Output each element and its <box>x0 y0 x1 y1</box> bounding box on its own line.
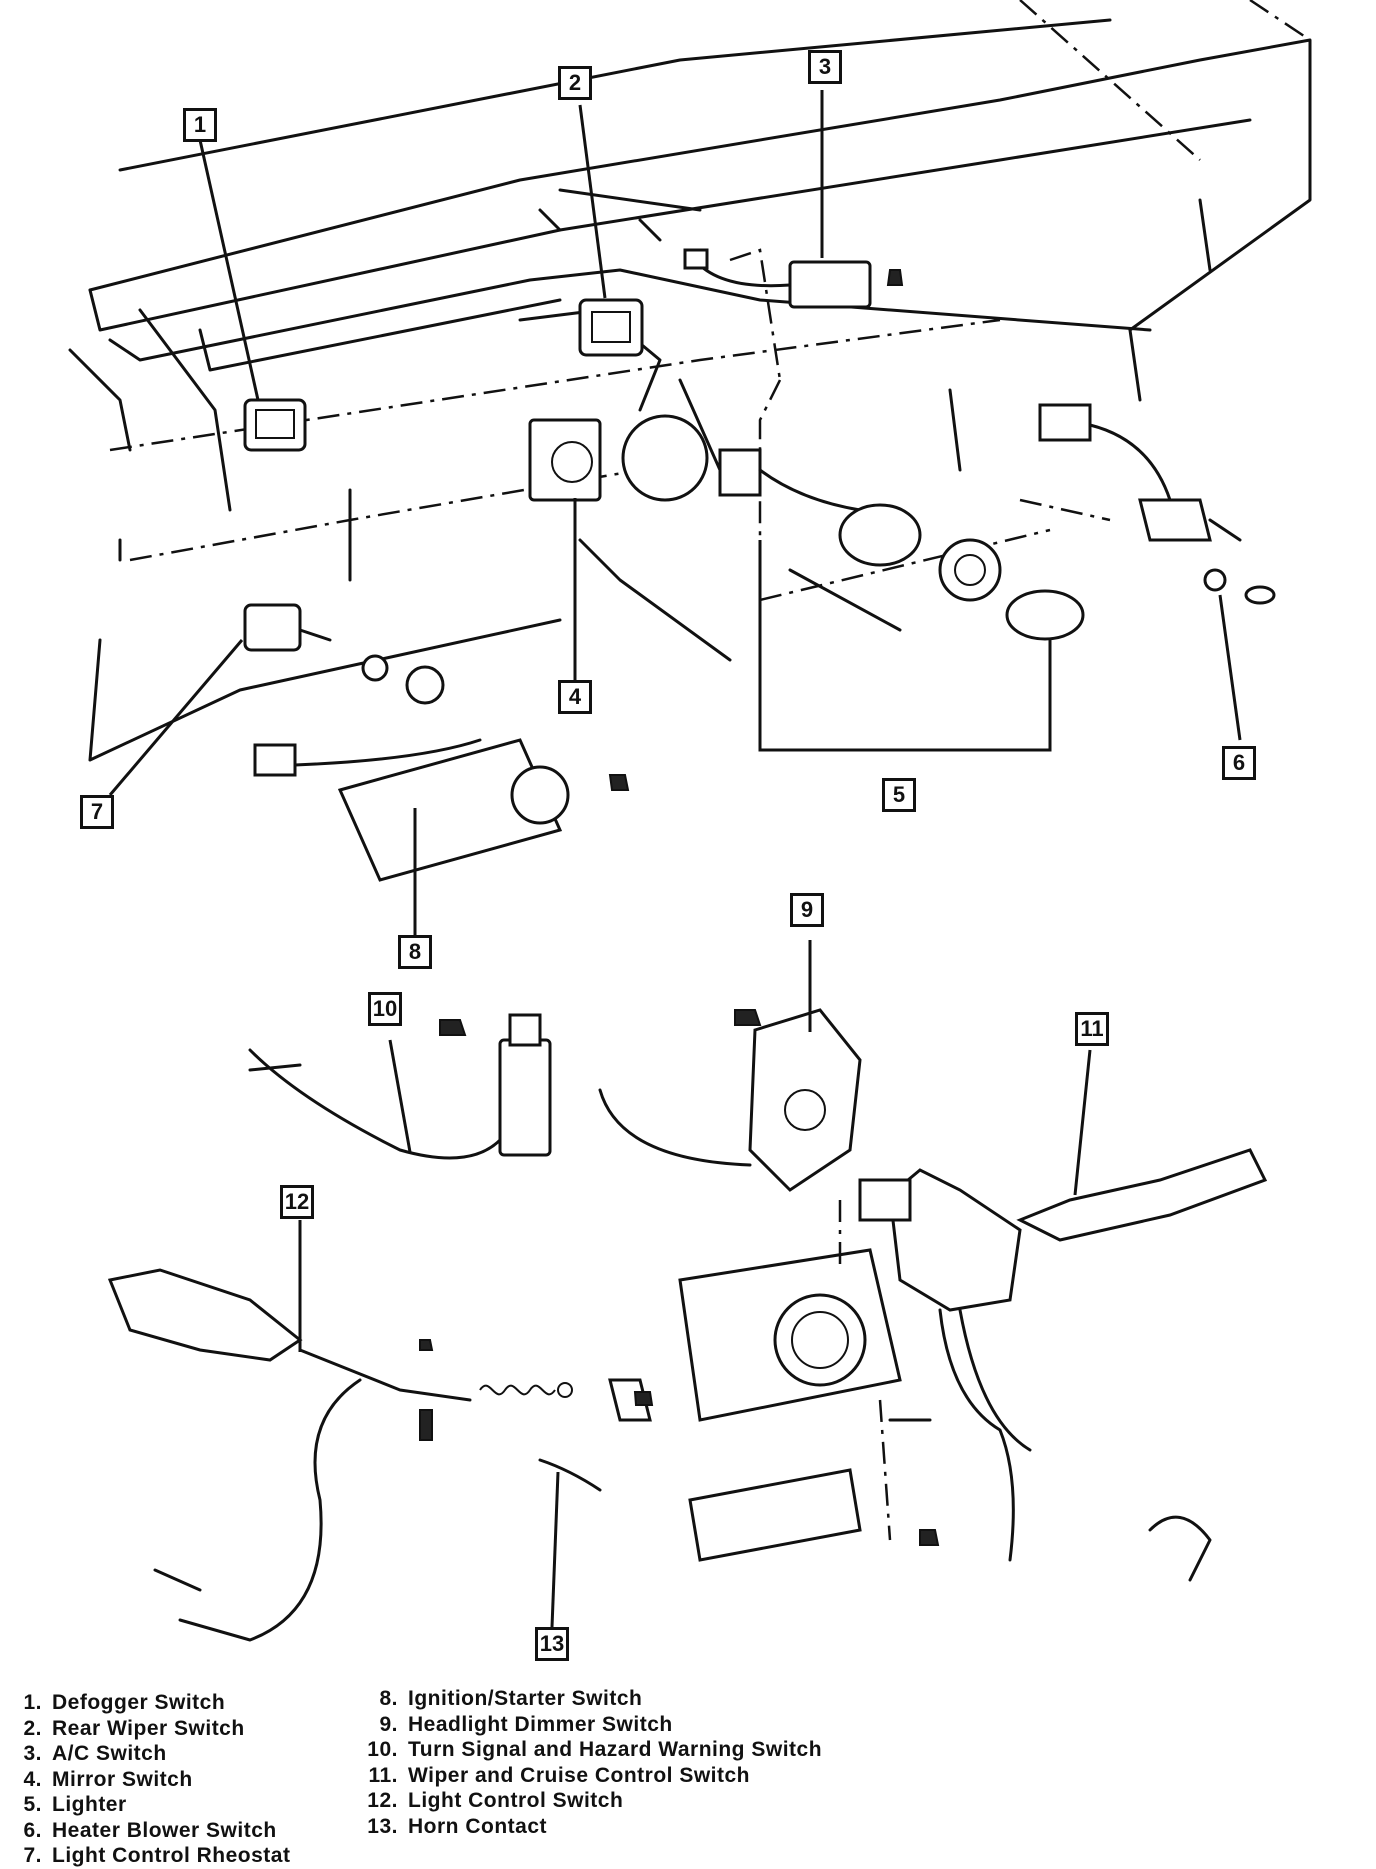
column-switch-parts <box>107 1008 1268 1642</box>
callout-6: 6 <box>1222 746 1256 780</box>
callout-1: 1 <box>183 108 217 142</box>
legend-label: Rear Wiper Switch <box>52 1716 245 1740</box>
legend-number: 8. <box>379 1687 398 1710</box>
legend-number: 7. <box>23 1844 42 1867</box>
callout-9: 9 <box>790 893 824 927</box>
legend-number: 4. <box>23 1767 42 1791</box>
legend-label: Mirror Switch <box>52 1767 193 1791</box>
legend-number: 3. <box>23 1742 42 1765</box>
legend-number: 2. <box>23 1716 42 1740</box>
legend-left: 1. Defogger Switch 2. Rear Wiper Switch 3.… <box>20 1690 290 1869</box>
legend-number: 11. <box>368 1763 398 1787</box>
legend-item: 3. A/C Switch <box>20 1741 290 1767</box>
legend-item: 6. Heater Blower Switch <box>20 1818 290 1844</box>
legend-item: 7. Light Control Rheostat <box>20 1843 290 1869</box>
legend-item: 12. Light Control Switch <box>362 1788 822 1814</box>
ignition-switch-part <box>253 738 630 882</box>
legend-item: 10. Turn Signal and Hazard Warning Switch <box>362 1737 822 1763</box>
callout-11: 11 <box>1075 1012 1109 1046</box>
dash-switch-parts <box>243 248 1276 705</box>
legend-item: 5. Lighter <box>20 1792 290 1818</box>
callout-4: 4 <box>558 680 592 714</box>
legend-item: 9. Headlight Dimmer Switch <box>362 1712 822 1738</box>
callout-13: 13 <box>535 1627 569 1661</box>
legend-number: 5. <box>23 1793 42 1816</box>
legend-number: 6. <box>23 1818 42 1842</box>
legend-item: 11. Wiper and Cruise Control Switch <box>362 1763 822 1789</box>
callout-12: 12 <box>280 1185 314 1219</box>
legend-label: Turn Signal and Hazard Warning Switch <box>408 1738 823 1761</box>
legend-label: Lighter <box>52 1793 127 1816</box>
legend-label: Headlight Dimmer Switch <box>408 1712 673 1736</box>
legend-label: Defogger Switch <box>52 1691 226 1714</box>
legend-label: Ignition/Starter Switch <box>408 1687 643 1710</box>
legend-label: Light Control Rheostat <box>52 1844 291 1867</box>
legend-number: 9. <box>379 1712 398 1736</box>
legend-number: 1. <box>23 1691 42 1714</box>
legend-item: 8. Ignition/Starter Switch <box>362 1686 822 1712</box>
legend-right: 8. Ignition/Starter Switch 9. Headlight Di… <box>362 1686 822 1839</box>
legend-item: 13. Horn Contact <box>362 1814 822 1840</box>
callout-8: 8 <box>398 935 432 969</box>
legend-item: 4. Mirror Switch <box>20 1767 290 1793</box>
legend-item: 1. Defogger Switch <box>20 1690 290 1716</box>
callout-10: 10 <box>368 992 402 1026</box>
instrument-panel-drawing <box>68 0 1312 762</box>
legend-number: 12. <box>367 1789 398 1812</box>
legend-label: A/C Switch <box>52 1742 167 1765</box>
legend-item: 2. Rear Wiper Switch <box>20 1716 290 1742</box>
legend-label: Heater Blower Switch <box>52 1818 277 1842</box>
legend-number: 13. <box>367 1814 398 1838</box>
legend-label: Wiper and Cruise Control Switch <box>408 1763 751 1787</box>
legend-label: Horn Contact <box>408 1814 547 1838</box>
callout-2: 2 <box>558 66 592 100</box>
callout-5: 5 <box>882 778 916 812</box>
callout-leaders <box>108 90 1242 1628</box>
callout-3: 3 <box>808 50 842 84</box>
callout-7: 7 <box>80 795 114 829</box>
legend-number: 10. <box>367 1738 398 1761</box>
legend-label: Light Control Switch <box>408 1789 624 1812</box>
